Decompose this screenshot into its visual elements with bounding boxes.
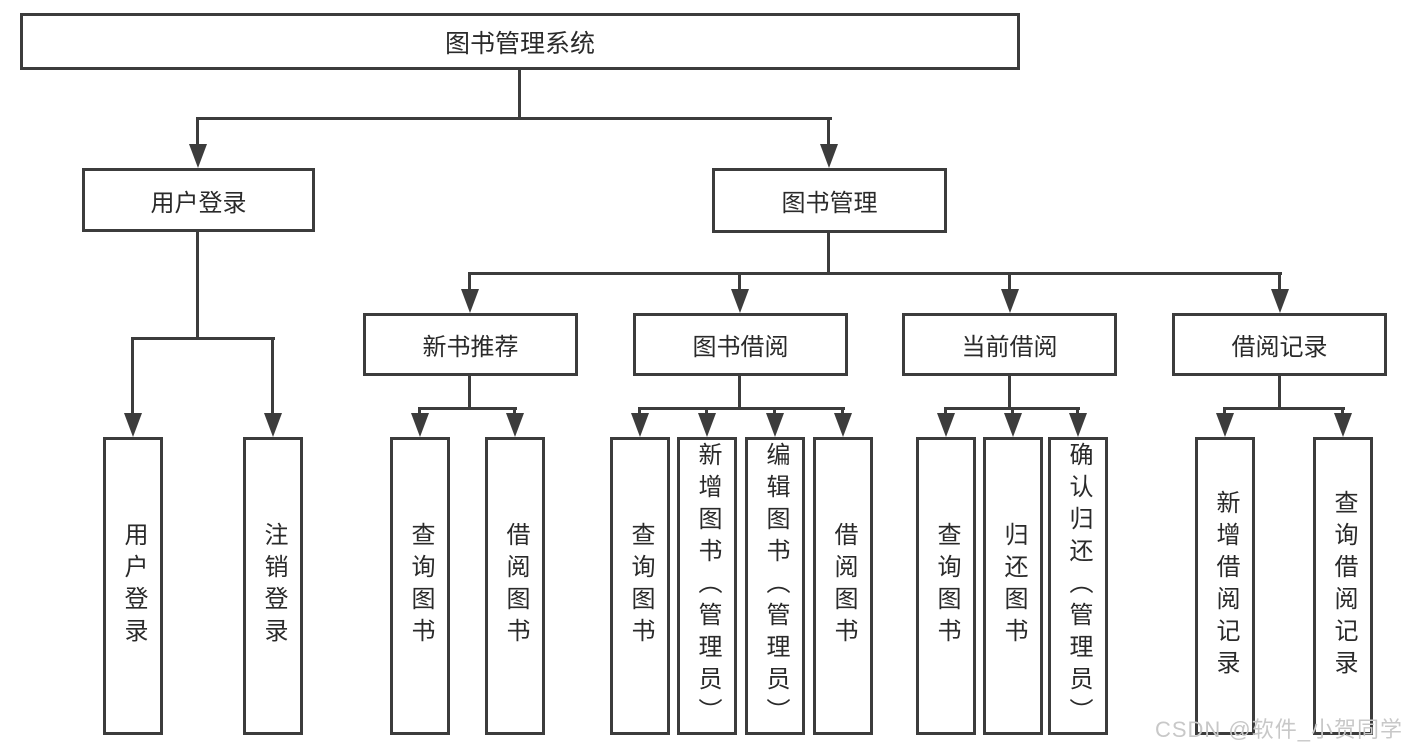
arrow-down-icon bbox=[189, 144, 207, 168]
node-query-books-recommend: 查询图书 bbox=[390, 437, 450, 735]
connector-line bbox=[468, 374, 471, 410]
node-new-book-recommendation: 新书推荐 bbox=[363, 313, 578, 376]
arrow-down-icon bbox=[1001, 289, 1019, 313]
arrow-down-icon bbox=[1334, 413, 1352, 437]
node-label: 查询图书 bbox=[407, 522, 434, 650]
node-label: 编辑图书（管理员） bbox=[762, 442, 789, 730]
connector-line bbox=[1076, 407, 1079, 417]
node-label: 借阅图书 bbox=[502, 522, 529, 650]
connector-line bbox=[738, 272, 741, 293]
node-query-borrow-record: 查询借阅记录 bbox=[1313, 437, 1373, 735]
connector-line bbox=[1278, 272, 1281, 293]
arrow-down-icon bbox=[766, 413, 784, 437]
node-borrow-books-recommend: 借阅图书 bbox=[485, 437, 545, 735]
node-label: 当前借阅 bbox=[961, 334, 1058, 361]
connector-line bbox=[638, 407, 845, 410]
node-book-borrowing: 图书借阅 bbox=[633, 313, 848, 376]
node-borrowing-records: 借阅记录 bbox=[1172, 313, 1387, 376]
arrow-down-icon bbox=[1069, 413, 1087, 437]
node-user-login-leaf: 用户登录 bbox=[103, 437, 163, 735]
node-label: 用户登录 bbox=[120, 522, 147, 650]
node-book-management: 图书管理 bbox=[712, 168, 947, 233]
node-label: 借阅记录 bbox=[1231, 334, 1328, 361]
connector-line bbox=[944, 407, 947, 417]
connector-line bbox=[468, 272, 471, 293]
connector-line bbox=[1341, 407, 1344, 417]
arrow-down-icon bbox=[1271, 289, 1289, 313]
connector-line bbox=[271, 337, 274, 416]
node-label: 借阅图书 bbox=[830, 522, 857, 650]
connector-line bbox=[196, 117, 199, 147]
node-label: 注销登录 bbox=[260, 522, 287, 650]
connector-line bbox=[196, 117, 832, 120]
connector-line bbox=[513, 407, 516, 417]
watermark: CSDN @软件_小贺同学 bbox=[1154, 717, 1403, 742]
arrow-down-icon bbox=[264, 413, 282, 437]
connector-line bbox=[468, 272, 1282, 275]
connector-line bbox=[773, 407, 776, 417]
node-current-borrowing: 当前借阅 bbox=[902, 313, 1117, 376]
connector-line bbox=[418, 407, 421, 417]
connector-line bbox=[1223, 407, 1226, 417]
arrow-down-icon bbox=[1216, 413, 1234, 437]
connector-line bbox=[1011, 407, 1014, 417]
arrow-down-icon bbox=[1004, 413, 1022, 437]
arrow-down-icon bbox=[506, 413, 524, 437]
connector-line bbox=[827, 117, 830, 147]
arrow-down-icon bbox=[411, 413, 429, 437]
node-label: 归还图书 bbox=[1000, 522, 1027, 650]
node-label: 新增图书（管理员） bbox=[694, 442, 721, 730]
node-label: 查询借阅记录 bbox=[1330, 490, 1357, 682]
node-library-management-system: 图书管理系统 bbox=[20, 13, 1020, 70]
arrow-down-icon bbox=[937, 413, 955, 437]
node-user-login: 用户登录 bbox=[82, 168, 315, 232]
node-label: 查询图书 bbox=[933, 522, 960, 650]
connector-line bbox=[841, 407, 844, 417]
connector-line bbox=[518, 70, 521, 118]
node-logout: 注销登录 bbox=[243, 437, 303, 735]
node-label: 新书推荐 bbox=[422, 334, 519, 361]
arrow-down-icon bbox=[461, 289, 479, 313]
arrow-down-icon bbox=[820, 144, 838, 168]
node-return-books: 归还图书 bbox=[983, 437, 1043, 735]
connector-line bbox=[418, 407, 517, 410]
node-query-books-borrowing: 查询图书 bbox=[610, 437, 670, 735]
node-add-borrow-record: 新增借阅记录 bbox=[1195, 437, 1255, 735]
node-query-books-current: 查询图书 bbox=[916, 437, 976, 735]
connector-line bbox=[131, 337, 275, 340]
node-label: 图书管理系统 bbox=[444, 29, 595, 58]
node-label: 确认归还（管理员） bbox=[1065, 442, 1092, 730]
node-edit-book-admin: 编辑图书（管理员） bbox=[745, 437, 805, 735]
connector-line bbox=[705, 407, 708, 417]
node-borrow-books-borrowing: 借阅图书 bbox=[813, 437, 873, 735]
arrow-down-icon bbox=[731, 289, 749, 313]
connector-line bbox=[131, 337, 134, 416]
node-label: 图书借阅 bbox=[692, 334, 789, 361]
node-label: 图书管理 bbox=[781, 190, 878, 217]
arrow-down-icon bbox=[698, 413, 716, 437]
connector-line bbox=[1008, 272, 1011, 293]
node-label: 查询图书 bbox=[627, 522, 654, 650]
node-label: 新增借阅记录 bbox=[1212, 490, 1239, 682]
connector-line bbox=[1278, 374, 1281, 410]
arrow-down-icon bbox=[834, 413, 852, 437]
connector-line bbox=[738, 374, 741, 410]
connector-line bbox=[638, 407, 641, 417]
node-confirm-return-admin: 确认归还（管理员） bbox=[1048, 437, 1108, 735]
connector-line bbox=[196, 230, 199, 338]
connector-line bbox=[1008, 374, 1011, 410]
node-add-book-admin: 新增图书（管理员） bbox=[677, 437, 737, 735]
node-label: 用户登录 bbox=[150, 189, 247, 217]
arrow-down-icon bbox=[124, 413, 142, 437]
connector-line bbox=[827, 231, 830, 274]
arrow-down-icon bbox=[631, 413, 649, 437]
connector-line bbox=[1223, 407, 1345, 410]
